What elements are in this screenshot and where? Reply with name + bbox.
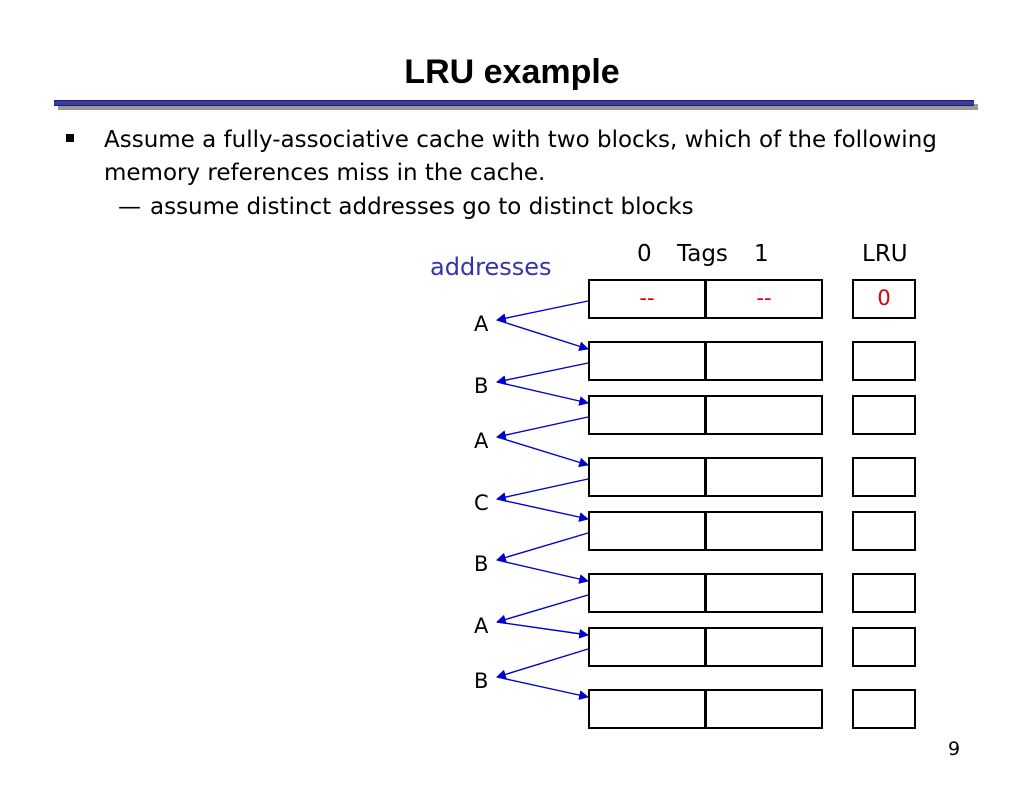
address-reference: B xyxy=(474,552,489,576)
column-label-1: 1 xyxy=(754,241,769,267)
address-reference: C xyxy=(474,491,489,515)
tag-1-cell xyxy=(705,341,823,381)
tag-1-cell xyxy=(705,689,823,729)
address-reference: A xyxy=(474,312,489,336)
tag-0-cell xyxy=(588,511,706,551)
square-bullet-icon xyxy=(66,134,74,142)
lru-cell: 0 xyxy=(852,279,916,319)
tag-0-cell xyxy=(588,627,706,667)
tag-1-cell xyxy=(705,573,823,613)
page-number: 9 xyxy=(948,738,961,760)
arrow-to-next-state xyxy=(496,621,589,639)
arrow-to-next-state xyxy=(496,676,589,700)
tag-0-cell xyxy=(588,689,706,729)
arrow-to-next-state xyxy=(496,319,589,351)
arrow-to-next-state xyxy=(496,559,589,584)
tag-1-cell xyxy=(705,395,823,435)
lru-cell xyxy=(852,395,916,435)
column-label-lru: LRU xyxy=(862,241,908,267)
address-reference: A xyxy=(474,614,489,638)
tag-0-cell xyxy=(588,457,706,497)
lru-cell xyxy=(852,573,916,613)
arrow-to-address xyxy=(496,362,589,385)
tag-0-cell: -- xyxy=(588,279,706,319)
tag-1-cell xyxy=(705,627,823,667)
arrow-to-address xyxy=(496,594,589,625)
title-rule-shadow xyxy=(58,104,978,110)
arrow-to-address xyxy=(496,478,589,502)
address-reference: A xyxy=(474,429,489,453)
lru-cell xyxy=(852,689,916,729)
column-label-tags: Tags xyxy=(677,241,728,267)
bullet-text: Assume a fully-associative cache with tw… xyxy=(104,127,937,186)
tag-1-cell: -- xyxy=(705,279,823,319)
addresses-label: addresses xyxy=(430,253,552,281)
lru-cell xyxy=(852,511,916,551)
lru-cell xyxy=(852,627,916,667)
lru-cell xyxy=(852,457,916,497)
arrow-to-address xyxy=(496,648,589,680)
sub-bullet-text: assume distinct addresses go to distinct… xyxy=(150,194,694,220)
tag-1-cell xyxy=(705,511,823,551)
address-reference: B xyxy=(474,374,489,398)
tag-0-cell xyxy=(588,341,706,381)
slide-title: LRU example xyxy=(404,53,620,91)
lru-cell xyxy=(852,341,916,381)
arrow-to-next-state xyxy=(496,381,589,406)
tag-0-cell xyxy=(588,395,706,435)
column-label-0: 0 xyxy=(637,241,652,267)
arrow-to-next-state xyxy=(496,498,589,522)
arrow-to-next-state xyxy=(496,436,589,468)
tag-0-cell xyxy=(588,573,706,613)
arrow-to-address xyxy=(496,300,589,323)
arrow-to-address xyxy=(496,416,589,440)
dash-bullet: — xyxy=(118,194,141,220)
address-reference: B xyxy=(474,669,489,693)
arrow-to-address xyxy=(496,532,589,563)
tag-1-cell xyxy=(705,457,823,497)
title-rule xyxy=(54,100,974,106)
